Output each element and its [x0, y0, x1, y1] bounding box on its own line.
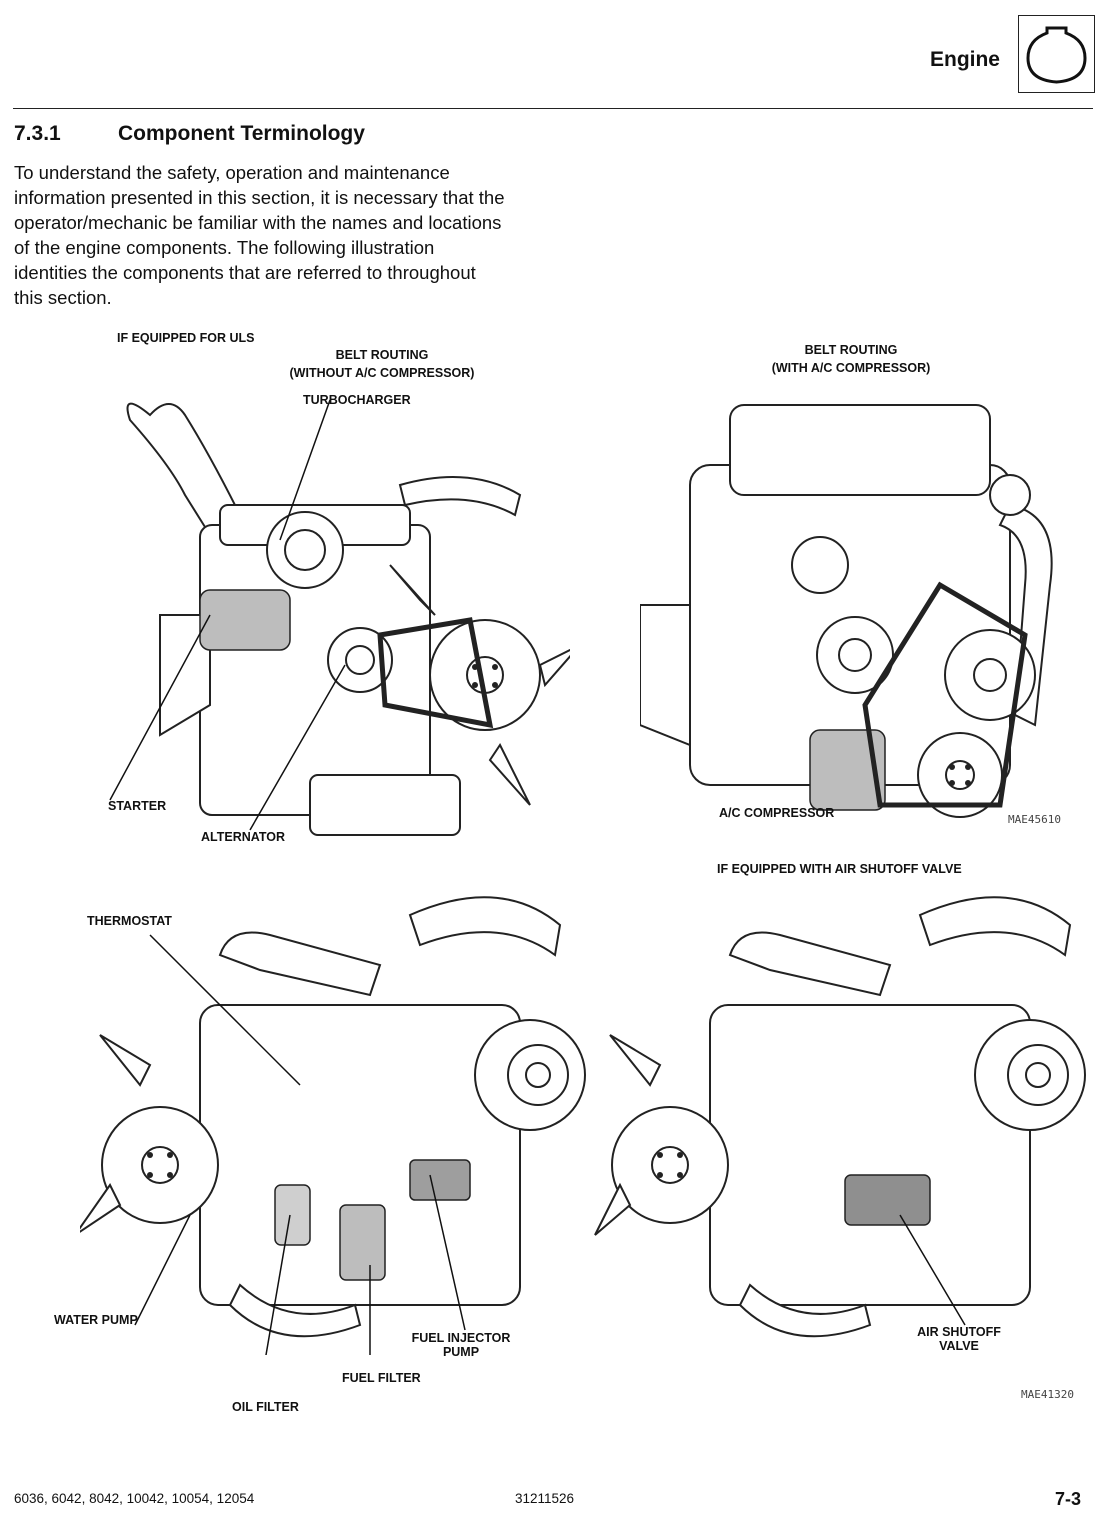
- callout-fuel-injector-pump: FUEL INJECTOR PUMP: [400, 1331, 522, 1359]
- intro-line: this section.: [14, 287, 112, 308]
- callout-line: BELT ROUTING: [335, 348, 429, 362]
- callout-line: VALVE: [939, 1339, 979, 1353]
- callout-alternator: ALTERNATOR: [201, 830, 286, 844]
- callout-air-shutoff-valve: AIR SHUTOFF VALVE: [899, 1325, 1019, 1353]
- callout-oil-filter: OIL FILTER: [232, 1400, 299, 1414]
- header-rule: [13, 108, 1093, 109]
- callout-turbocharger: TURBOCHARGER: [303, 393, 411, 407]
- intro-line: To understand the safety, operation and …: [14, 162, 450, 183]
- header-section-name: Engine: [929, 48, 1000, 71]
- callout-line: FUEL INJECTOR: [411, 1331, 511, 1345]
- callout-line: (WITHOUT A/C COMPRESSOR): [289, 366, 475, 380]
- engine-illustration-front-without-ac: [109, 399, 570, 836]
- callout-line: PUMP: [442, 1345, 480, 1359]
- footer-model-list: 6036, 6042, 8042, 10042, 10054, 12054: [14, 1491, 255, 1506]
- figure-code: MAE41320: [1021, 1388, 1074, 1401]
- engine-illustration-rear-right: [594, 896, 1086, 1338]
- intro-line: identities the components that are refer…: [14, 262, 476, 283]
- figure-code: MAE45610: [1008, 813, 1061, 826]
- callout-starter: STARTER: [108, 799, 167, 813]
- callout-uls-note: IF EQUIPPED FOR ULS: [117, 331, 255, 345]
- callout-line: BELT ROUTING: [804, 343, 898, 357]
- engine-illustration-rear-left: [80, 896, 586, 1355]
- footer-page-number: 7-3: [1055, 1489, 1082, 1509]
- engine-illustration-front-with-ac: [640, 404, 1053, 818]
- section-title: Component Terminology: [118, 122, 365, 145]
- intro-line: operator/mechanic be familiar with the n…: [14, 212, 502, 233]
- intro-line: information presented in this section, i…: [14, 187, 505, 208]
- callout-belt-routing-without-ac: BELT ROUTING (WITHOUT A/C COMPRESSOR): [284, 348, 480, 384]
- callout-thermostat: THERMOSTAT: [87, 914, 172, 928]
- callout-water-pump: WATER PUMP: [54, 1313, 138, 1327]
- footer-doc-number: 31211526: [515, 1491, 575, 1506]
- callout-line: (WITH A/C COMPRESSOR): [771, 361, 931, 375]
- callout-belt-routing-with-ac: BELT ROUTING (WITH A/C COMPRESSOR): [755, 343, 947, 379]
- callout-line: AIR SHUTOFF: [917, 1325, 1001, 1339]
- callout-fuel-filter: FUEL FILTER: [342, 1371, 421, 1385]
- engine-outline-icon: [1018, 15, 1095, 93]
- intro-line: of the engine components. The following …: [14, 237, 435, 258]
- callout-air-shutoff-note: IF EQUIPPED WITH AIR SHUTOFF VALVE: [717, 862, 962, 876]
- intro-paragraph: To understand the safety, operation and …: [14, 160, 544, 310]
- section-number: 7.3.1: [14, 122, 61, 145]
- callout-ac-compressor: A/C COMPRESSOR: [719, 806, 835, 820]
